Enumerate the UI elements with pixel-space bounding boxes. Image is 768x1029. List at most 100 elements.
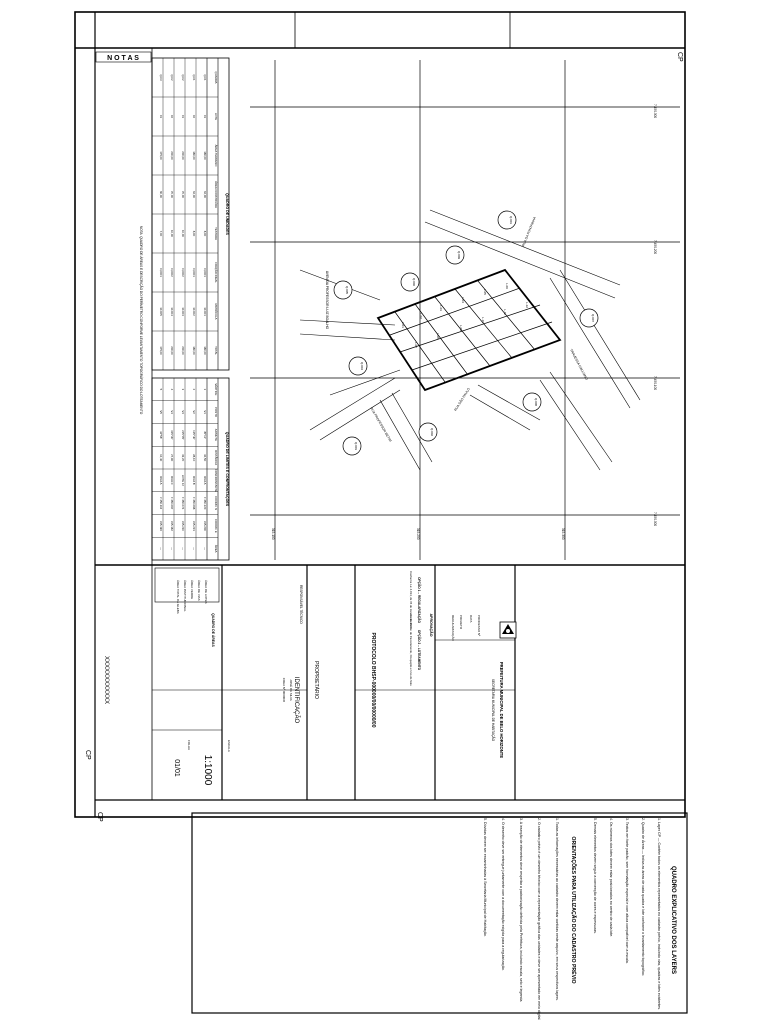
map-streets bbox=[299, 209, 641, 471]
street-label: RUA SÃO PAULO bbox=[453, 386, 472, 411]
map-grid-labels: 7.450.3007.450.2007.450.1007.450.000315.… bbox=[271, 104, 657, 540]
prefeitura-name: PREFEITURA MUNICIPAL DE BELO HORIZONTE bbox=[499, 662, 504, 758]
table-cell: 175,00 bbox=[159, 151, 163, 160]
table-header-cell: ÁREA TERRENO bbox=[214, 145, 218, 168]
title-block-texts: PREFEITURA MUNICIPAL DE BELO HORIZONTESE… bbox=[103, 571, 504, 786]
table-cell: 7.450.074 bbox=[181, 497, 185, 510]
map-lot-labels: L.01L.02L.03L.04L.05L.06L.07L.08L.09L.10… bbox=[401, 283, 529, 348]
table-cell: 7.450.097 bbox=[170, 497, 174, 510]
table-cell: 60,00 bbox=[159, 191, 163, 198]
table-cell: 10.001 bbox=[203, 307, 207, 316]
table-cell: 0,0002 bbox=[181, 268, 185, 277]
table-header-cell: COORD. E bbox=[214, 519, 218, 533]
grid-label: 315.100 bbox=[271, 528, 275, 540]
street-label: RUA PROFESSOR BETIM bbox=[369, 406, 392, 442]
proprietario-title: PROPRIETÁRIO bbox=[313, 661, 320, 699]
table-cell: 7,00 bbox=[159, 231, 163, 237]
cp-label-top: CP bbox=[676, 52, 683, 62]
table-header-cell: VÉRTICE bbox=[214, 383, 219, 395]
approval-opt1-sub: Conforme Lei 4.034, de 15 de Janeiro de … bbox=[409, 571, 413, 629]
table-cell: 180,00 bbox=[203, 151, 207, 160]
table-cell: 4 bbox=[170, 389, 174, 391]
quadro-areas-row: ÁREA TOTAL DA GLEBA bbox=[176, 580, 180, 614]
block-label: Q.005 bbox=[345, 286, 349, 295]
sheet-border bbox=[74, 11, 686, 818]
street-label: TRAVESSA GALLIANO bbox=[569, 348, 589, 381]
quadro-areas-row: ÁREA DE LOTES bbox=[204, 580, 208, 604]
table-cell: 28,10 bbox=[192, 454, 196, 461]
table-cell: 02 bbox=[170, 115, 174, 119]
approval-opt2-sub: Conforme Lei de Parcelamento, Ocupação e… bbox=[409, 614, 413, 686]
folha-value: 01/01 bbox=[173, 759, 180, 777]
lot-label: L.11 bbox=[503, 309, 507, 315]
table-cell: 315°30' bbox=[170, 430, 174, 440]
table-header-cell: PONTO bbox=[214, 407, 218, 418]
lot-label: L.12 bbox=[525, 302, 529, 308]
table-cell: 32,50 bbox=[203, 454, 207, 461]
table-header-cell: FRAÇÃO IDEAL bbox=[214, 262, 219, 283]
table-cell: — bbox=[170, 547, 174, 550]
table-cell: 70,00 bbox=[170, 191, 174, 198]
table-cell: 315.182 bbox=[170, 521, 174, 532]
folha-label: FOLHA bbox=[187, 740, 191, 750]
table-cell: 45°12' bbox=[203, 431, 207, 439]
table-cell: 2 bbox=[192, 389, 196, 391]
table-cell: 0,0001 bbox=[159, 268, 163, 277]
table-cell: 180,00 bbox=[203, 346, 207, 355]
table-header-cell: AZIMUTE bbox=[214, 429, 218, 441]
table-cell: 315.200 bbox=[203, 521, 207, 532]
data-label: DATA bbox=[469, 615, 473, 623]
regularizacao-label: REGULARIZAÇÃO bbox=[451, 615, 456, 641]
lot-label: L.06 bbox=[505, 283, 509, 289]
quadro-limites-table: QUADRO DE LIMITES E CONFRONTAÇÕES VÉRTICE… bbox=[151, 377, 230, 561]
table-cell: 3 bbox=[181, 389, 185, 391]
table-cell: 33,20 bbox=[181, 454, 185, 461]
table-cell: V3 bbox=[181, 410, 185, 414]
title-block bbox=[151, 565, 516, 800]
table-cell: 10,00 bbox=[170, 230, 174, 237]
table-cell: Q.01 bbox=[192, 74, 196, 81]
quadro-areas-row: ÁREA INSTITUCIONAL bbox=[183, 580, 187, 612]
block-label: Q.002 bbox=[430, 428, 434, 437]
map-grid bbox=[250, 60, 680, 560]
block-label: Q.004 bbox=[360, 362, 364, 371]
instruction-subitem: 5. Dúvidas devem ser encaminhadas à Secr… bbox=[483, 818, 487, 937]
table-cell: — bbox=[203, 547, 207, 550]
grid-label: 315.300 bbox=[561, 528, 565, 540]
table-cell: RUA A bbox=[159, 476, 163, 484]
table-cell: — bbox=[181, 547, 185, 550]
crea-number: CREA Nº 00000/D bbox=[282, 678, 286, 703]
table-header-cell: COORD. N bbox=[214, 496, 218, 510]
table-cell: LOTE 12 bbox=[181, 475, 185, 487]
table-cell: V4 bbox=[170, 410, 174, 414]
table-cell: 180,00 bbox=[192, 346, 196, 355]
table-cell: RUA B bbox=[192, 476, 196, 485]
table-cell: 8,00 bbox=[192, 231, 196, 237]
table-header-cell: CONFRONTANTE bbox=[214, 469, 218, 492]
instruction-item: 5. Demais elementos devem seguir a conve… bbox=[593, 818, 597, 934]
grid-label: 7.450.100 bbox=[653, 376, 657, 390]
table-cell: 200,00 bbox=[181, 346, 185, 355]
table-cell: RUA A bbox=[203, 476, 207, 484]
table-cell: 0,0001 bbox=[192, 268, 196, 277]
table-cell: 62,00 bbox=[192, 191, 196, 198]
instructions-title: QUADRO EXPLICATIVO DOS LAYERS bbox=[670, 866, 676, 974]
lot-label: L.01 bbox=[401, 322, 405, 328]
table-header-cell: LOTE bbox=[214, 113, 218, 120]
block-label: Q.007 bbox=[591, 314, 595, 323]
quadro-areas-row: ÁREA VERDE bbox=[190, 580, 194, 599]
identificacao-title: IDENTIFICAÇÃO bbox=[293, 677, 300, 724]
table-header-cell: DISTÂNCIA bbox=[214, 450, 219, 465]
instructions-subtitle: ORIENTAÇÕES PARA UTILIZAÇÃO DO CADASTRO … bbox=[570, 836, 578, 983]
table-cell: 27,90 bbox=[170, 454, 174, 461]
lot-label: L.05 bbox=[483, 289, 487, 295]
table-cell: — bbox=[192, 547, 196, 550]
lot-label: L.03 bbox=[439, 305, 443, 311]
resp-tecnico-label: RESPONSÁVEL TÉCNICO bbox=[299, 585, 304, 624]
table-cell: 01 bbox=[203, 115, 207, 119]
table-title: QUADRO DE LIMITES E CONFRONTAÇÕES bbox=[225, 432, 230, 507]
secretaria-name: SECRETARIA MUNICIPAL DE HABITAÇÃO bbox=[491, 679, 496, 742]
table-cell: — bbox=[159, 547, 163, 550]
